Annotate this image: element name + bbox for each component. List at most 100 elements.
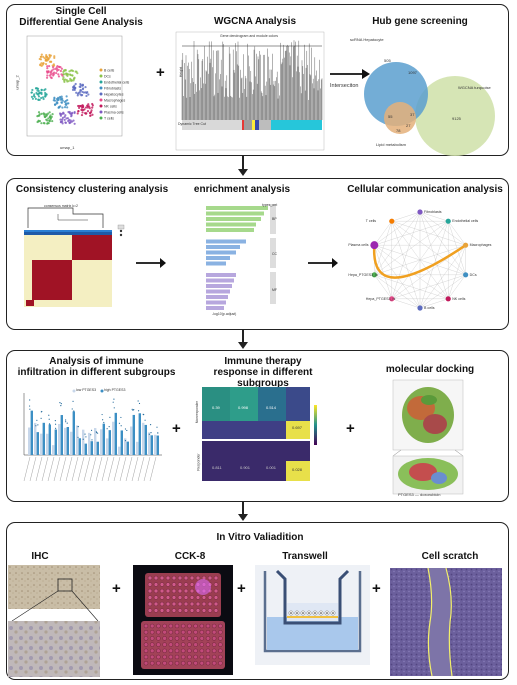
umap-point bbox=[54, 103, 57, 106]
immune-point bbox=[102, 419, 104, 421]
umap-point bbox=[91, 104, 94, 107]
plate-well bbox=[211, 660, 217, 666]
umap-point bbox=[60, 67, 63, 70]
immune-point bbox=[144, 419, 146, 421]
plate-well bbox=[218, 660, 223, 666]
umap-point bbox=[86, 90, 89, 94]
umap-point bbox=[45, 58, 48, 61]
umap-point bbox=[65, 95, 68, 98]
umap-point bbox=[60, 73, 63, 76]
immune-bar bbox=[64, 427, 67, 455]
umap-point bbox=[68, 121, 71, 124]
plus-sign: + bbox=[112, 580, 121, 597]
network-node bbox=[445, 218, 451, 224]
therapy-heatmap bbox=[202, 387, 317, 481]
umap-point bbox=[63, 79, 66, 82]
immune-xtick bbox=[71, 456, 79, 482]
plate-well bbox=[162, 648, 167, 654]
module-color-segment bbox=[259, 120, 271, 130]
title-wgcna: WGCNA Analysis bbox=[213, 16, 297, 27]
enrichment-xlabel: -log10(p.adjust) bbox=[212, 312, 237, 316]
plate-well bbox=[171, 601, 177, 607]
heatmap-value: 0.811 bbox=[212, 465, 222, 470]
plate-well bbox=[195, 595, 201, 600]
umap-point bbox=[75, 91, 78, 94]
immune-point bbox=[131, 408, 133, 410]
immune-point bbox=[66, 422, 68, 424]
umap-point bbox=[67, 110, 70, 114]
immune-bar bbox=[148, 432, 151, 455]
arrow-right bbox=[330, 69, 370, 79]
network-edge bbox=[374, 245, 392, 299]
plate-well bbox=[159, 588, 165, 594]
umap-point bbox=[81, 84, 84, 87]
plate-well bbox=[213, 595, 219, 600]
immune-point bbox=[54, 427, 57, 429]
title-enrichment: enrichment analysis bbox=[193, 184, 291, 195]
umap-point bbox=[60, 101, 63, 104]
venn-value: 27 bbox=[406, 123, 411, 128]
immune-xtick bbox=[113, 456, 121, 482]
plate-well bbox=[156, 642, 161, 647]
transwell-cell-nucleus bbox=[296, 612, 298, 614]
immune-point bbox=[124, 428, 127, 430]
plate-well bbox=[183, 588, 189, 594]
immune-bar bbox=[48, 424, 51, 455]
network-edge bbox=[391, 221, 466, 275]
network-node-label: Plasma cells bbox=[348, 243, 369, 248]
umap-legend-dot bbox=[99, 116, 103, 120]
umap-point bbox=[91, 113, 94, 116]
plate-well bbox=[156, 660, 161, 666]
immune-point bbox=[91, 439, 93, 441]
umap-point bbox=[77, 110, 80, 113]
transwell-cell-nucleus bbox=[320, 612, 322, 614]
plate-well bbox=[189, 582, 195, 587]
immune-xtick bbox=[119, 456, 127, 482]
network-edge bbox=[374, 221, 392, 246]
umap-point bbox=[50, 115, 53, 118]
network-node bbox=[417, 305, 423, 311]
umap-point bbox=[61, 99, 64, 102]
plate-well bbox=[211, 629, 217, 635]
umap-point bbox=[84, 112, 88, 115]
cell-scratch-image bbox=[390, 567, 502, 677]
umap-point bbox=[72, 79, 75, 82]
immune-point bbox=[96, 432, 99, 434]
plate-well bbox=[162, 623, 167, 629]
immune-bar bbox=[100, 429, 103, 455]
network-edge bbox=[373, 244, 467, 279]
umap-point bbox=[38, 57, 41, 61]
umap-point bbox=[53, 96, 56, 99]
immune-point bbox=[112, 401, 114, 403]
umap-point bbox=[44, 95, 47, 98]
umap-point bbox=[82, 108, 85, 112]
umap-point bbox=[40, 62, 43, 65]
immune-bar bbox=[124, 438, 127, 455]
immune-point bbox=[72, 400, 74, 402]
plate-well bbox=[199, 629, 205, 635]
plate-well bbox=[168, 623, 173, 629]
umap-point bbox=[48, 111, 51, 114]
communication-network bbox=[370, 209, 469, 311]
plate-well bbox=[193, 642, 198, 647]
title-in-vitro: In Vitro Valiadition bbox=[216, 532, 304, 543]
plate-well bbox=[189, 588, 195, 594]
umap-point bbox=[57, 106, 60, 109]
umap-point bbox=[73, 88, 76, 92]
immune-point bbox=[142, 413, 144, 415]
umap-point bbox=[74, 82, 77, 86]
plate-well bbox=[168, 629, 173, 635]
plate-well bbox=[162, 636, 167, 641]
wgcna-plot-title: Gene dendrogram and module colors bbox=[220, 34, 278, 38]
module-color-segment bbox=[252, 120, 255, 130]
enrichment-bar bbox=[206, 261, 226, 266]
umap-point bbox=[49, 54, 52, 57]
umap-ylabel: umap_2 bbox=[14, 75, 20, 90]
arrow-down bbox=[238, 342, 248, 349]
umap-point bbox=[59, 105, 62, 108]
plate-well bbox=[162, 654, 167, 660]
umap-legend-dot bbox=[99, 86, 103, 90]
umap-point bbox=[53, 56, 56, 59]
connector-line bbox=[242, 502, 244, 514]
immune-bar bbox=[52, 445, 55, 455]
